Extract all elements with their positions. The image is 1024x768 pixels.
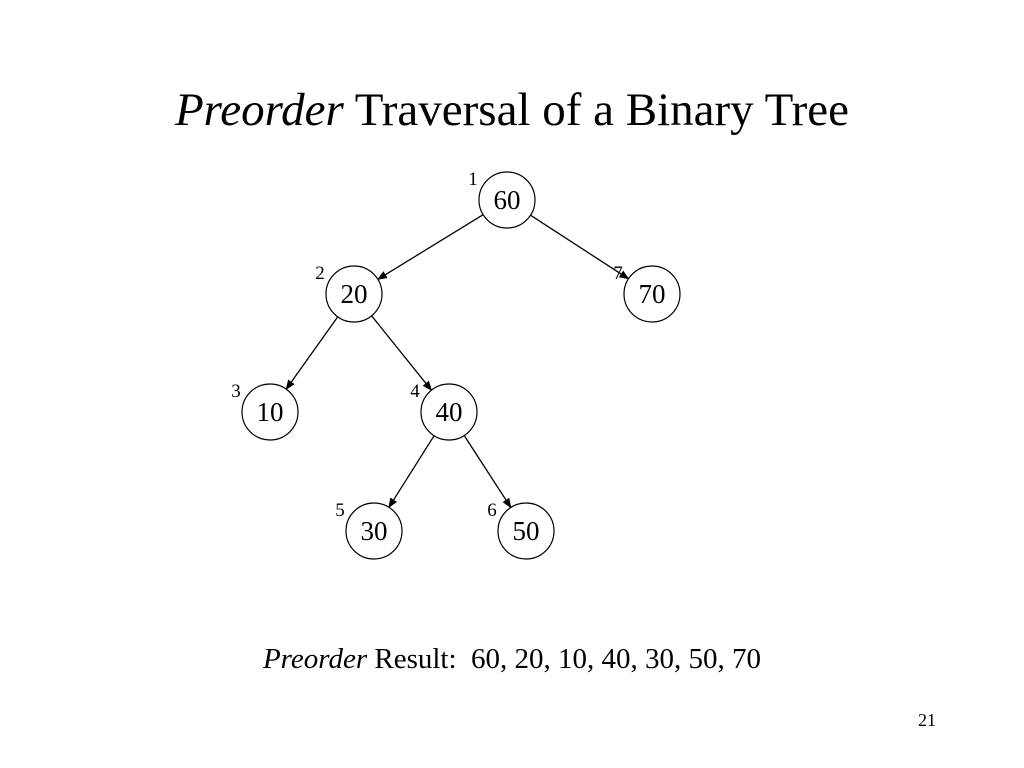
edge-n60-n70 [530, 214, 630, 280]
result-italic: Preorder [262, 643, 368, 675]
node-circle [420, 383, 478, 441]
node-circle [325, 265, 383, 323]
tree-node: 10 3 [231, 381, 299, 441]
node-circle [241, 383, 299, 441]
edge-n20-n10 [285, 316, 339, 391]
node-value: 50 [513, 516, 540, 546]
tree-nodes: 60 1 20 2 70 7 10 3 40 4 30 5 50 6 [231, 169, 681, 560]
tree-node: 70 7 [613, 263, 681, 323]
edge-n60-n20 [377, 214, 484, 280]
title-rest: Traversal of a Binary Tree [343, 84, 850, 136]
tree-edges [285, 214, 630, 509]
node-circle [345, 502, 403, 560]
edge-n40-n30 [388, 435, 435, 509]
visit-order-label: 7 [613, 263, 623, 284]
visit-order-label: 5 [335, 500, 345, 521]
tree-node: 50 6 [487, 500, 555, 560]
result-text: Result: 60, 20, 10, 40, 30, 50, 70 [367, 643, 762, 675]
node-value: 70 [639, 279, 666, 309]
tree-node: 20 2 [315, 263, 383, 323]
node-value: 40 [436, 397, 463, 427]
node-value: 20 [341, 279, 368, 309]
visit-order-label: 1 [468, 169, 478, 190]
preorder-result: Preorder Result: 60, 20, 10, 40, 30, 50,… [0, 640, 1024, 678]
title-italic: Preorder [174, 84, 344, 136]
visit-order-label: 3 [231, 381, 241, 402]
page-number: 21 [918, 710, 936, 730]
visit-order-label: 4 [410, 381, 420, 402]
node-value: 10 [257, 397, 284, 427]
node-value: 30 [361, 516, 388, 546]
node-circle [623, 265, 681, 323]
node-value: 60 [494, 185, 521, 215]
slide-title: Preorder Traversal of a Binary Tree [0, 82, 1024, 138]
tree-node: 40 4 [410, 381, 478, 441]
edge-n40-n50 [463, 435, 512, 509]
visit-order-label: 2 [315, 263, 325, 284]
tree-node: 60 1 [468, 169, 536, 229]
edge-n20-n40 [371, 315, 433, 391]
tree-node: 30 5 [335, 500, 403, 560]
binary-tree-diagram: 60 1 20 2 70 7 10 3 40 4 30 5 50 6 [231, 169, 681, 560]
node-circle [478, 171, 536, 229]
visit-order-label: 6 [487, 500, 497, 521]
node-circle [497, 502, 555, 560]
